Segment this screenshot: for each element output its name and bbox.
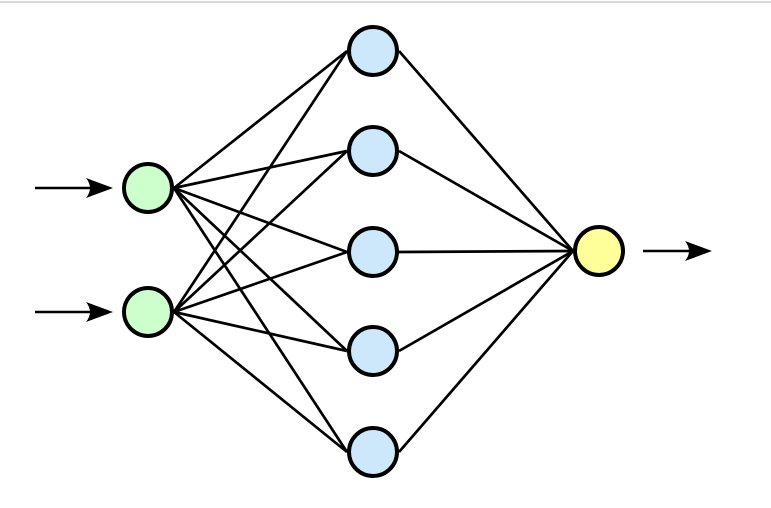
edge-input-2-hidden-2 xyxy=(173,150,348,313)
hidden-2-node xyxy=(347,125,399,177)
edge-hidden-4-output-1 xyxy=(398,249,574,353)
output-arrow-head xyxy=(685,241,712,261)
input-2-node xyxy=(122,286,174,338)
input-arrow-2-head xyxy=(86,302,113,322)
edge-input-1-hidden-4 xyxy=(173,187,348,352)
output-1-node xyxy=(573,225,625,277)
top-divider-line xyxy=(0,1,771,3)
edge-input-1-hidden-5 xyxy=(172,187,349,453)
edge-input-1-hidden-2 xyxy=(173,149,348,190)
input-arrow-1-head xyxy=(86,178,113,198)
edge-hidden-5-output-1 xyxy=(397,250,575,453)
hidden-4-node xyxy=(347,325,399,377)
edge-hidden-2-output-1 xyxy=(398,149,574,253)
input-1-node xyxy=(122,162,174,214)
edge-hidden-3-output-1 xyxy=(398,249,574,254)
edge-input-2-hidden-5 xyxy=(173,310,348,454)
edge-input-1-hidden-1 xyxy=(173,49,348,190)
hidden-5-node xyxy=(347,426,399,478)
edge-input-1-hidden-3 xyxy=(173,186,348,254)
edge-input-2-hidden-4 xyxy=(173,310,348,353)
edge-hidden-1-output-1 xyxy=(397,50,575,252)
edge-input-2-hidden-3 xyxy=(173,250,348,314)
edge-input-2-hidden-1 xyxy=(172,50,349,313)
hidden-3-node xyxy=(347,226,399,278)
hidden-1-node xyxy=(347,25,399,77)
